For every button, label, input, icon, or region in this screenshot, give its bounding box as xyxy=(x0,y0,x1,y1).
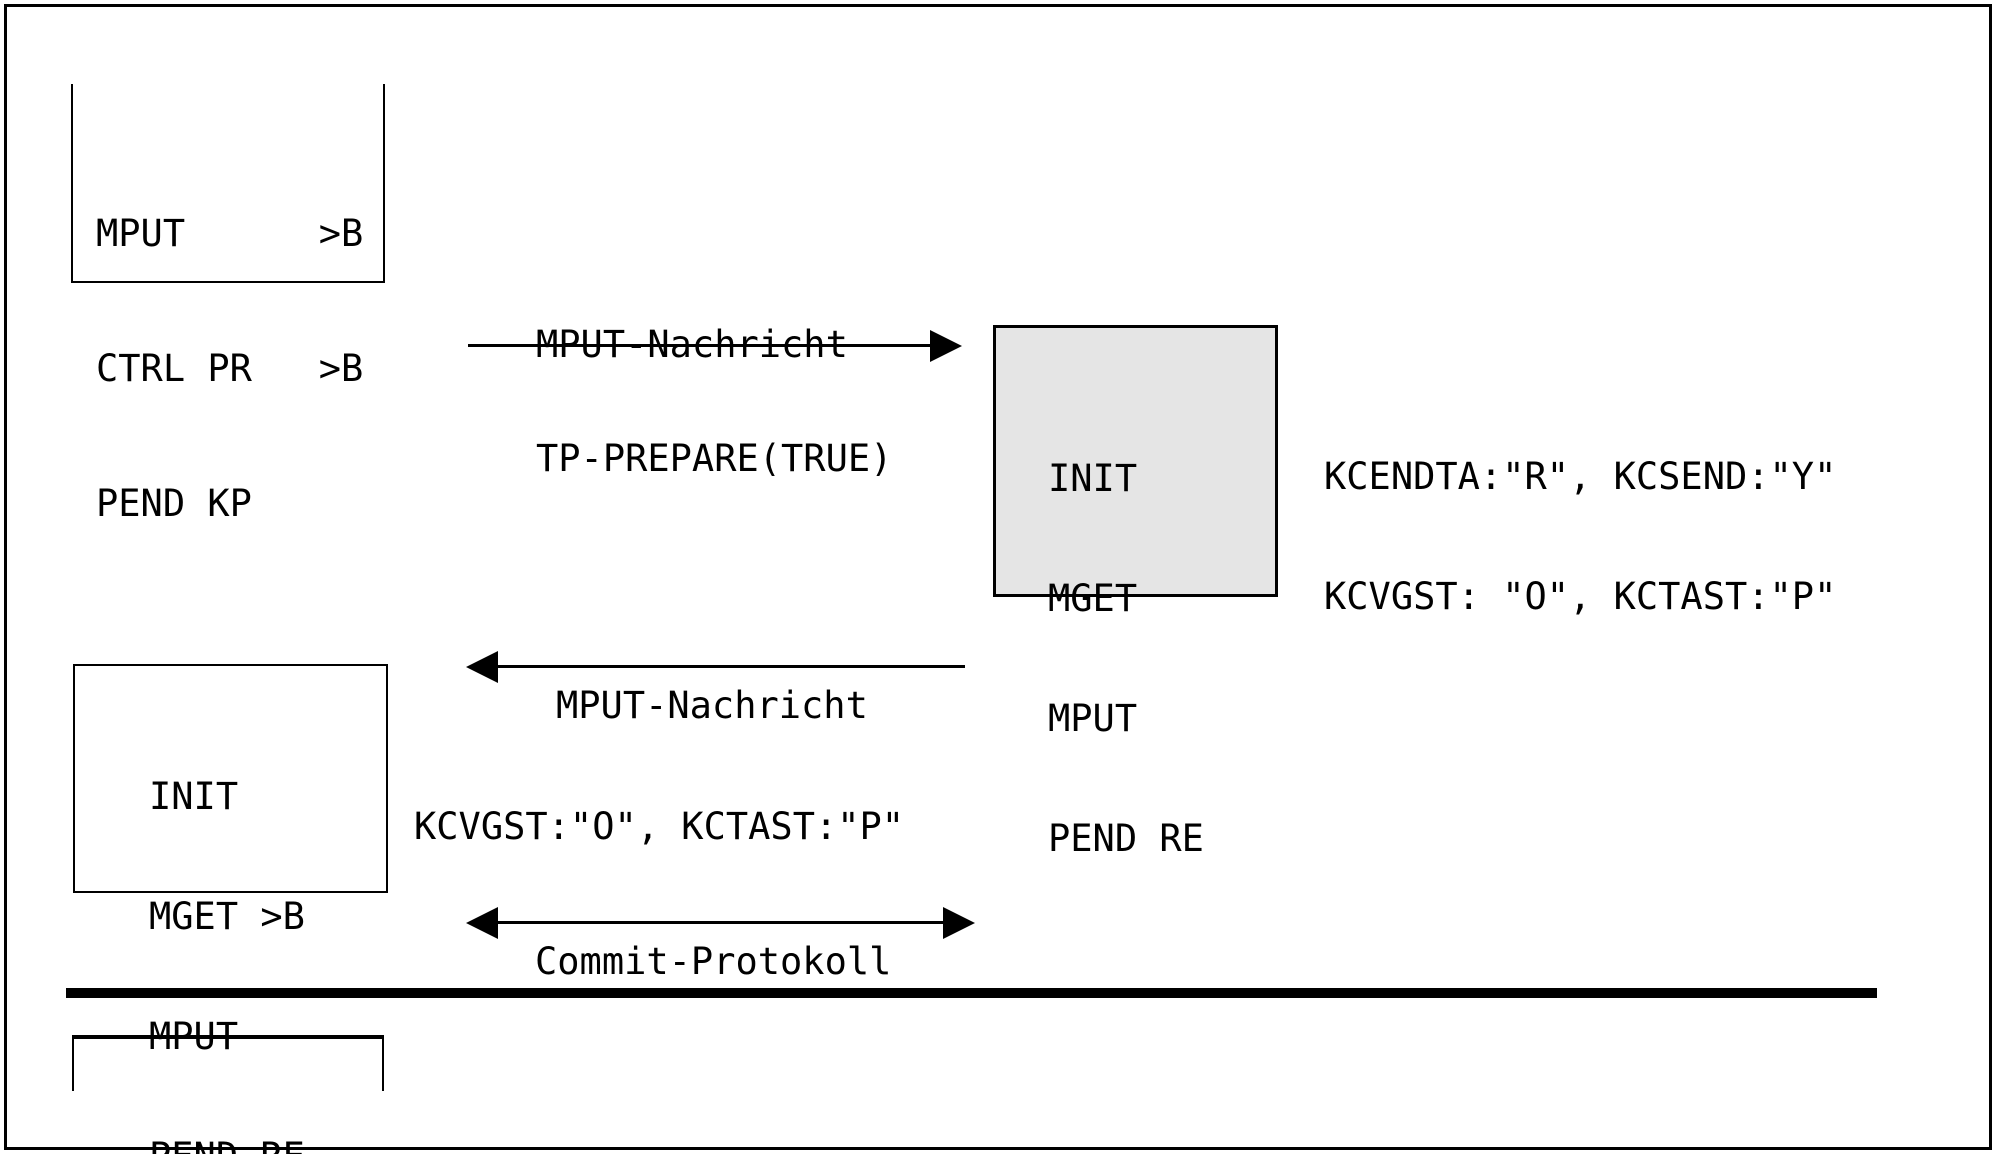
outer-frame xyxy=(4,4,1992,1150)
program-call-line: MPUT xyxy=(1048,697,1138,740)
program-call-line: PEND RE xyxy=(149,1137,305,1154)
box-server-program xyxy=(993,325,1278,597)
message-label: Commit-Protokoll xyxy=(535,940,892,983)
kdcs-field-values: KCENDTA:"R", KCSEND:"Y" xyxy=(1324,455,1837,498)
kdcs-field-values: KCVGST:"O", KCTAST:"P" xyxy=(414,805,905,848)
program-call-line: PEND KP xyxy=(96,482,252,525)
box-sender-program xyxy=(71,84,385,283)
annotation-client-fields: KCVGST:"O", KCTAST:"P" xyxy=(414,727,904,927)
program-call-line: MGET xyxy=(1048,577,1138,620)
program-call-line: INIT xyxy=(149,775,239,818)
box-server-program-text: INIT MGET MPUT PEND RE xyxy=(1048,379,1204,939)
section-separator-line xyxy=(66,988,1877,998)
arrowhead-right-icon xyxy=(943,907,975,939)
box-client-program xyxy=(73,664,388,893)
arrow-shaft xyxy=(468,344,932,347)
program-call-line: CTRL PR >B xyxy=(96,347,364,390)
arrowhead-right-icon xyxy=(930,330,962,362)
commit-arrow-label: Commit-Protokoll xyxy=(535,862,891,1062)
annotation-server-fields: KCENDTA:"R", KCSEND:"Y" KCVGST: "O", KCT… xyxy=(1324,377,1836,697)
arrow-shaft xyxy=(498,921,943,924)
program-call-line: INIT xyxy=(1048,457,1138,500)
request-arrow-label: MPUT-Nachricht TP-PREPARE(TRUE) xyxy=(536,250,892,554)
program-call-line: MPUT >B xyxy=(96,212,364,255)
box-next-program-truncated xyxy=(72,1035,384,1091)
message-label: TP-PREPARE(TRUE) xyxy=(536,437,893,480)
arrowhead-left-icon xyxy=(466,651,498,683)
box-sender-program-text: MPUT >B CTRL PR >B PEND KP xyxy=(96,121,363,616)
reply-arrow-label: MPUT-Nachricht xyxy=(556,606,868,806)
program-call-line: PEND RE xyxy=(1048,817,1204,860)
arrowhead-left-icon xyxy=(466,907,498,939)
arrow-shaft xyxy=(498,665,965,668)
program-call-line: MGET >B xyxy=(149,895,305,938)
kdcs-field-values: KCVGST: "O", KCTAST:"P" xyxy=(1324,575,1837,618)
message-label: MPUT-Nachricht xyxy=(556,684,868,727)
